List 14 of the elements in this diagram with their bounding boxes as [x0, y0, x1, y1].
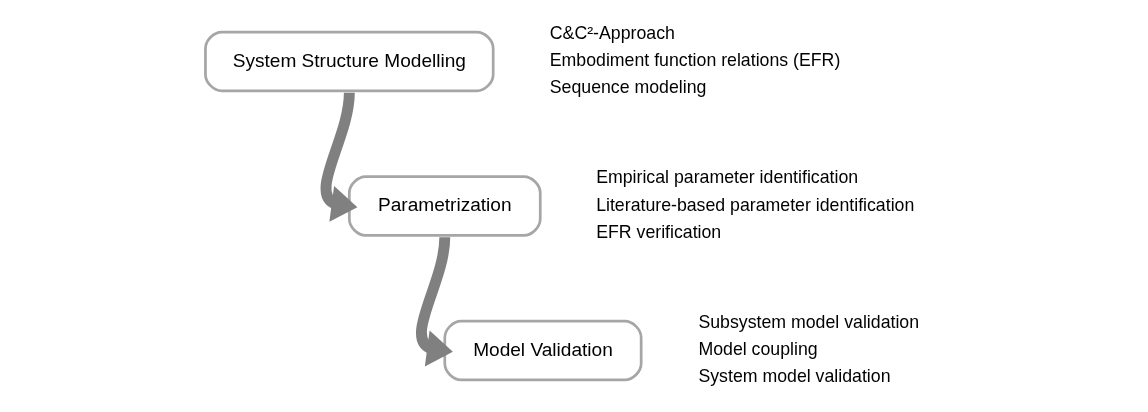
node-label: System model validation	[698, 366, 891, 387]
node-label: Sequence modeling	[549, 77, 707, 98]
node-box: Parametrization	[347, 175, 542, 237]
node-label: Empirical parameter identification	[596, 167, 859, 188]
node-box: Model Validation	[443, 319, 643, 382]
node-label: EFR verification	[596, 221, 722, 242]
node-label: C&C²-Approach	[549, 22, 675, 43]
arrow	[416, 237, 453, 367]
node-label: Model coupling	[698, 339, 818, 360]
node-box: System Structure Modelling	[204, 30, 495, 93]
arrow	[320, 92, 358, 222]
node-label: Literature-based parameter identification	[596, 194, 915, 215]
node-label: Embodiment function relations (EFR)	[549, 50, 841, 71]
node-label: Subsystem model validation	[698, 311, 920, 332]
